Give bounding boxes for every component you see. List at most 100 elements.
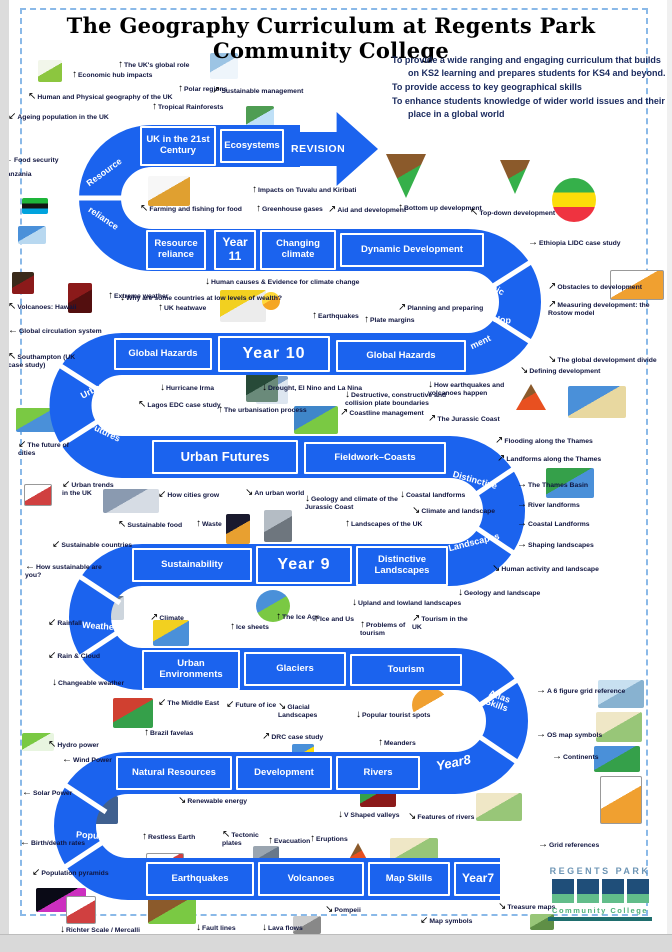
- topic-label: ↘Human activity and landscape: [492, 564, 599, 574]
- arrow-icon: ←: [20, 837, 30, 848]
- arrow-icon: ↑: [360, 619, 365, 630]
- topic-label: ↓Fault lines: [196, 923, 236, 933]
- waste-photo: [264, 510, 292, 542]
- topic-label: ↙Future of ice: [226, 700, 276, 710]
- topic-label-text: The urbanisation process: [224, 407, 307, 414]
- arrow-icon: ↗: [428, 413, 437, 424]
- topic-box-distinctive-landscapes: Distinctive Landscapes: [356, 546, 448, 586]
- topic-box-earthquakes: Earthquakes: [146, 862, 254, 896]
- revision-label: REVISION: [291, 143, 346, 155]
- topic-label-text: Future of ice: [235, 702, 277, 709]
- topic-label-text: Geology and landscape: [464, 590, 541, 597]
- arrow-icon: ↑: [314, 613, 319, 624]
- sun-sea-icon: [153, 620, 189, 646]
- topic-label: ↑Plate margins: [364, 315, 415, 325]
- arrow-icon: ↗: [262, 731, 271, 742]
- topic-box-sustainability: Sustainability: [132, 548, 252, 582]
- topic-label-text: Wind Power: [73, 757, 112, 764]
- topic-label: ↑Ice sheets: [230, 622, 269, 632]
- os-map-thumbnail: [596, 712, 642, 742]
- fault-block-diagram: [148, 898, 196, 924]
- arrow-icon: ←: [8, 325, 18, 336]
- arrow-icon: ↘: [412, 505, 421, 516]
- arrow-icon: ↗: [412, 613, 421, 624]
- topic-label: ←Global circulation system: [8, 326, 102, 336]
- topic-label-text: Flooding along the Thames: [504, 438, 593, 445]
- arrow-icon: ↙: [18, 439, 27, 450]
- arrow-icon: ↙: [226, 699, 235, 710]
- topic-label: ↑Tropical Rainforests: [152, 102, 223, 112]
- topic-label: ↖Southampton (UK case study): [8, 352, 90, 370]
- topic-label: ↗Flooding along the Thames: [495, 436, 593, 446]
- topic-label: ←Food security: [3, 155, 59, 165]
- aim-item: To provide access to key geographical sk…: [392, 82, 582, 93]
- topic-box-ecosystems: Ecosystems: [220, 129, 284, 163]
- topic-label-text: Impacts on Tuvalu and Kiribati: [258, 187, 357, 194]
- topic-label-text: Measuring development: the Rostow model: [548, 302, 650, 318]
- arrow-icon: ←: [22, 787, 32, 798]
- topic-label-text: Tanzania: [3, 171, 32, 178]
- arrow-icon: ↓: [205, 276, 210, 287]
- topic-label-text: OS map symbols: [547, 732, 603, 739]
- river-landforms-photo: [546, 468, 594, 498]
- topic-box-uk-21st-century: UK in the 21st Century: [140, 126, 216, 166]
- topic-label-text: Evacuation: [274, 838, 311, 845]
- topic-label: ↖Lagos EDC case study: [138, 400, 221, 410]
- topic-label-text: Farming and fishing for food: [149, 206, 242, 213]
- arrow-icon: ↑: [276, 611, 281, 622]
- topic-label-text: Ageing population in the UK: [17, 114, 109, 121]
- topic-box-global-hazards-right: Global Hazards: [336, 340, 466, 372]
- topic-label: ↑Bottom up development: [398, 203, 482, 213]
- topic-label-text: Landforms along the Thames: [506, 456, 602, 463]
- topic-label-text: Upland and lowland landscapes: [358, 600, 462, 607]
- arrow-icon: ↓: [400, 489, 405, 500]
- arrow-icon: ↑: [345, 518, 350, 529]
- arrow-icon: →: [517, 539, 527, 550]
- topic-label: →Grid references: [538, 840, 599, 850]
- topic-label: ↗DRC case study: [262, 732, 323, 742]
- topic-label-text: Problems of tourism: [360, 622, 406, 638]
- topic-label: ↑Polar regions: [178, 84, 227, 94]
- topic-label: ↓Human causes & Evidence for climate cha…: [205, 277, 359, 287]
- logo-square-icon: [626, 879, 649, 903]
- topic-label-text: How cities grow: [167, 492, 220, 499]
- page-edge-left: [0, 0, 9, 952]
- arrow-icon: →: [552, 751, 562, 762]
- topic-label: ↙Rainfall: [48, 618, 82, 628]
- aim-item: To enhance students knowledge of wider w…: [392, 96, 665, 120]
- arrow-icon: ↑: [364, 314, 369, 325]
- topic-label-text: The global development divide: [557, 357, 657, 364]
- arrow-icon: ↑: [142, 831, 147, 842]
- arrow-icon: ↙: [48, 650, 57, 661]
- topic-label-text: Fault lines: [202, 925, 236, 932]
- topic-label-text: Southampton (UK case study): [8, 354, 76, 370]
- arrow-icon: ←: [62, 754, 72, 765]
- topic-label: ↖Volcanoes: Hawaii: [8, 302, 77, 312]
- arrow-icon: ↙: [420, 915, 429, 926]
- poster-thumbnail: [226, 514, 250, 544]
- school-logo: REGENTS PARK Community College: [548, 866, 652, 921]
- topic-label: ↗Climate: [150, 613, 184, 623]
- topic-label: ↙The future of cities: [18, 440, 78, 458]
- topic-label: →Shaping landscapes: [517, 540, 594, 550]
- topic-label-text: Popular tourist spots: [362, 712, 431, 719]
- arrow-icon: ↗: [497, 453, 506, 464]
- arrow-icon: →: [538, 839, 548, 850]
- arrow-icon: →: [536, 685, 546, 696]
- topic-label: ↗Measuring development: the Rostow model: [548, 300, 660, 318]
- arrow-icon: ↑: [158, 302, 163, 313]
- graph-thumbnail: [24, 484, 52, 506]
- topic-label: ↑Greenhouse gases: [256, 204, 323, 214]
- topic-label-text: Defining development: [529, 368, 601, 375]
- topic-label-text: Food security: [14, 157, 59, 164]
- arrow-icon: ↗: [398, 302, 407, 313]
- topic-box-urban-futures: Urban Futures: [152, 440, 298, 474]
- topic-label-text: How sustainable are you?: [25, 564, 102, 580]
- topic-label: ↙Urban trends in the UK: [62, 480, 117, 498]
- topic-label-text: DRC case study: [271, 734, 324, 741]
- grass-photo: [22, 733, 54, 751]
- topic-label: ↑The urbanisation process: [218, 405, 307, 415]
- topic-box-rivers: Rivers: [336, 756, 420, 790]
- topic-label-text: Destructive, constructive and collision …: [345, 392, 447, 408]
- topic-label: ↘Pompeii: [325, 905, 361, 915]
